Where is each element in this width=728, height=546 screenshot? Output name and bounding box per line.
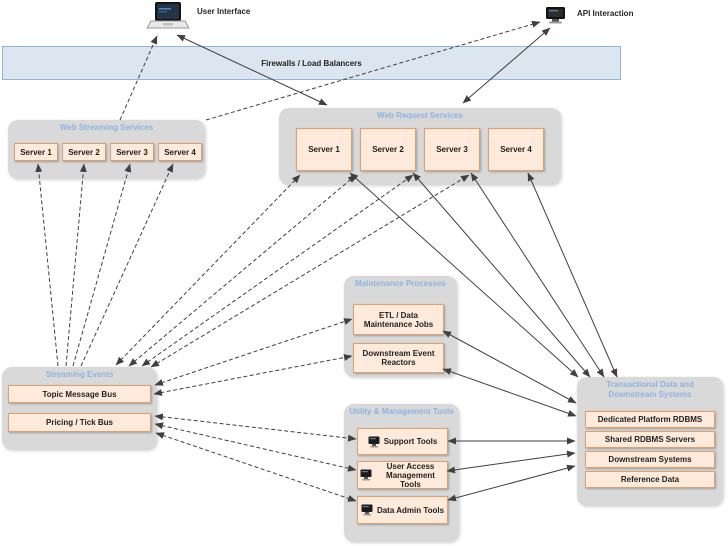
connector-22 — [442, 368, 577, 417]
group-title: Web Streaming Services — [59, 123, 154, 132]
connector-21 — [442, 330, 577, 404]
node-etl-data-maintenance-jobs: ETL / Data Maintenance Jobs — [353, 304, 444, 335]
monitor-icon — [361, 504, 374, 516]
node-downstream-event-reactors: Downstream Event Reactors — [353, 343, 444, 373]
node-reference-data: Reference Data — [585, 471, 715, 488]
monitor-icon — [360, 469, 373, 481]
connector-4 — [72, 163, 132, 367]
node-wrs-server-2: Server 2 — [360, 128, 416, 171]
group-title: Web Request Services — [377, 111, 463, 120]
node-dedicated-platform-rdbms: Dedicated Platform RDBMS — [585, 411, 715, 428]
node-wrs-server-1: Server 1 — [296, 128, 352, 171]
connector-25 — [447, 464, 576, 502]
node-user-access-management-tools: User Access Management Tools — [357, 461, 448, 489]
node-downstream-systems: Downstream Systems — [585, 451, 715, 468]
node-wrs-server-3: Server 3 — [424, 128, 480, 171]
connector-12 — [154, 413, 357, 442]
node-support-tools: Support Tools — [357, 428, 448, 455]
monitor-icon — [368, 436, 381, 448]
node-label: User Access Management Tools — [386, 461, 435, 489]
connector-20 — [527, 172, 618, 378]
node-wrs-server-4: Server 4 — [488, 128, 544, 171]
connector-3 — [65, 163, 87, 367]
node-wss-server-4: Server 4 — [158, 143, 202, 161]
connector-11 — [153, 354, 353, 396]
node-pricing-tick-bus: Pricing / Tick Bus — [8, 413, 151, 432]
user-interface-label: User Interface — [197, 7, 251, 16]
connector-24 — [446, 450, 576, 474]
node-topic-message-bus: Topic Message Bus — [8, 385, 151, 403]
node-wss-server-1: Server 1 — [14, 143, 58, 161]
connector-2 — [35, 163, 59, 367]
connector-10 — [154, 318, 353, 386]
firewall-bar-label: Firewalls / Load Balancers — [261, 58, 362, 68]
api-monitor-icon — [544, 7, 568, 31]
firewall-load-balancer-bar: Firewalls / Load Balancers — [2, 46, 621, 80]
node-wss-server-2: Server 2 — [62, 143, 106, 161]
group-streaming-events: Streaming Events — [2, 367, 157, 450]
node-shared-rdbms-servers: Shared RDBMS Servers — [585, 431, 715, 448]
connector-6 — [115, 174, 301, 366]
node-data-admin-tools: Data Admin Tools — [357, 496, 448, 524]
api-interaction-label: API Interaction — [577, 9, 634, 18]
group-title: Utility & Management Tools — [349, 407, 454, 416]
connector-7 — [128, 174, 357, 367]
group-title: Maintenance Processes — [355, 279, 446, 288]
node-label: Data Admin Tools — [376, 505, 445, 515]
laptop-icon — [144, 1, 190, 40]
connector-5 — [80, 163, 174, 367]
group-title: Streaming Events — [45, 370, 114, 379]
node-wss-server-3: Server 3 — [110, 143, 154, 161]
group-title: Transactional Data and Downstream System… — [606, 380, 694, 399]
node-label: Support Tools — [383, 437, 438, 446]
connector-13 — [154, 422, 357, 472]
connector-19 — [470, 172, 605, 378]
connector-14 — [155, 432, 357, 502]
